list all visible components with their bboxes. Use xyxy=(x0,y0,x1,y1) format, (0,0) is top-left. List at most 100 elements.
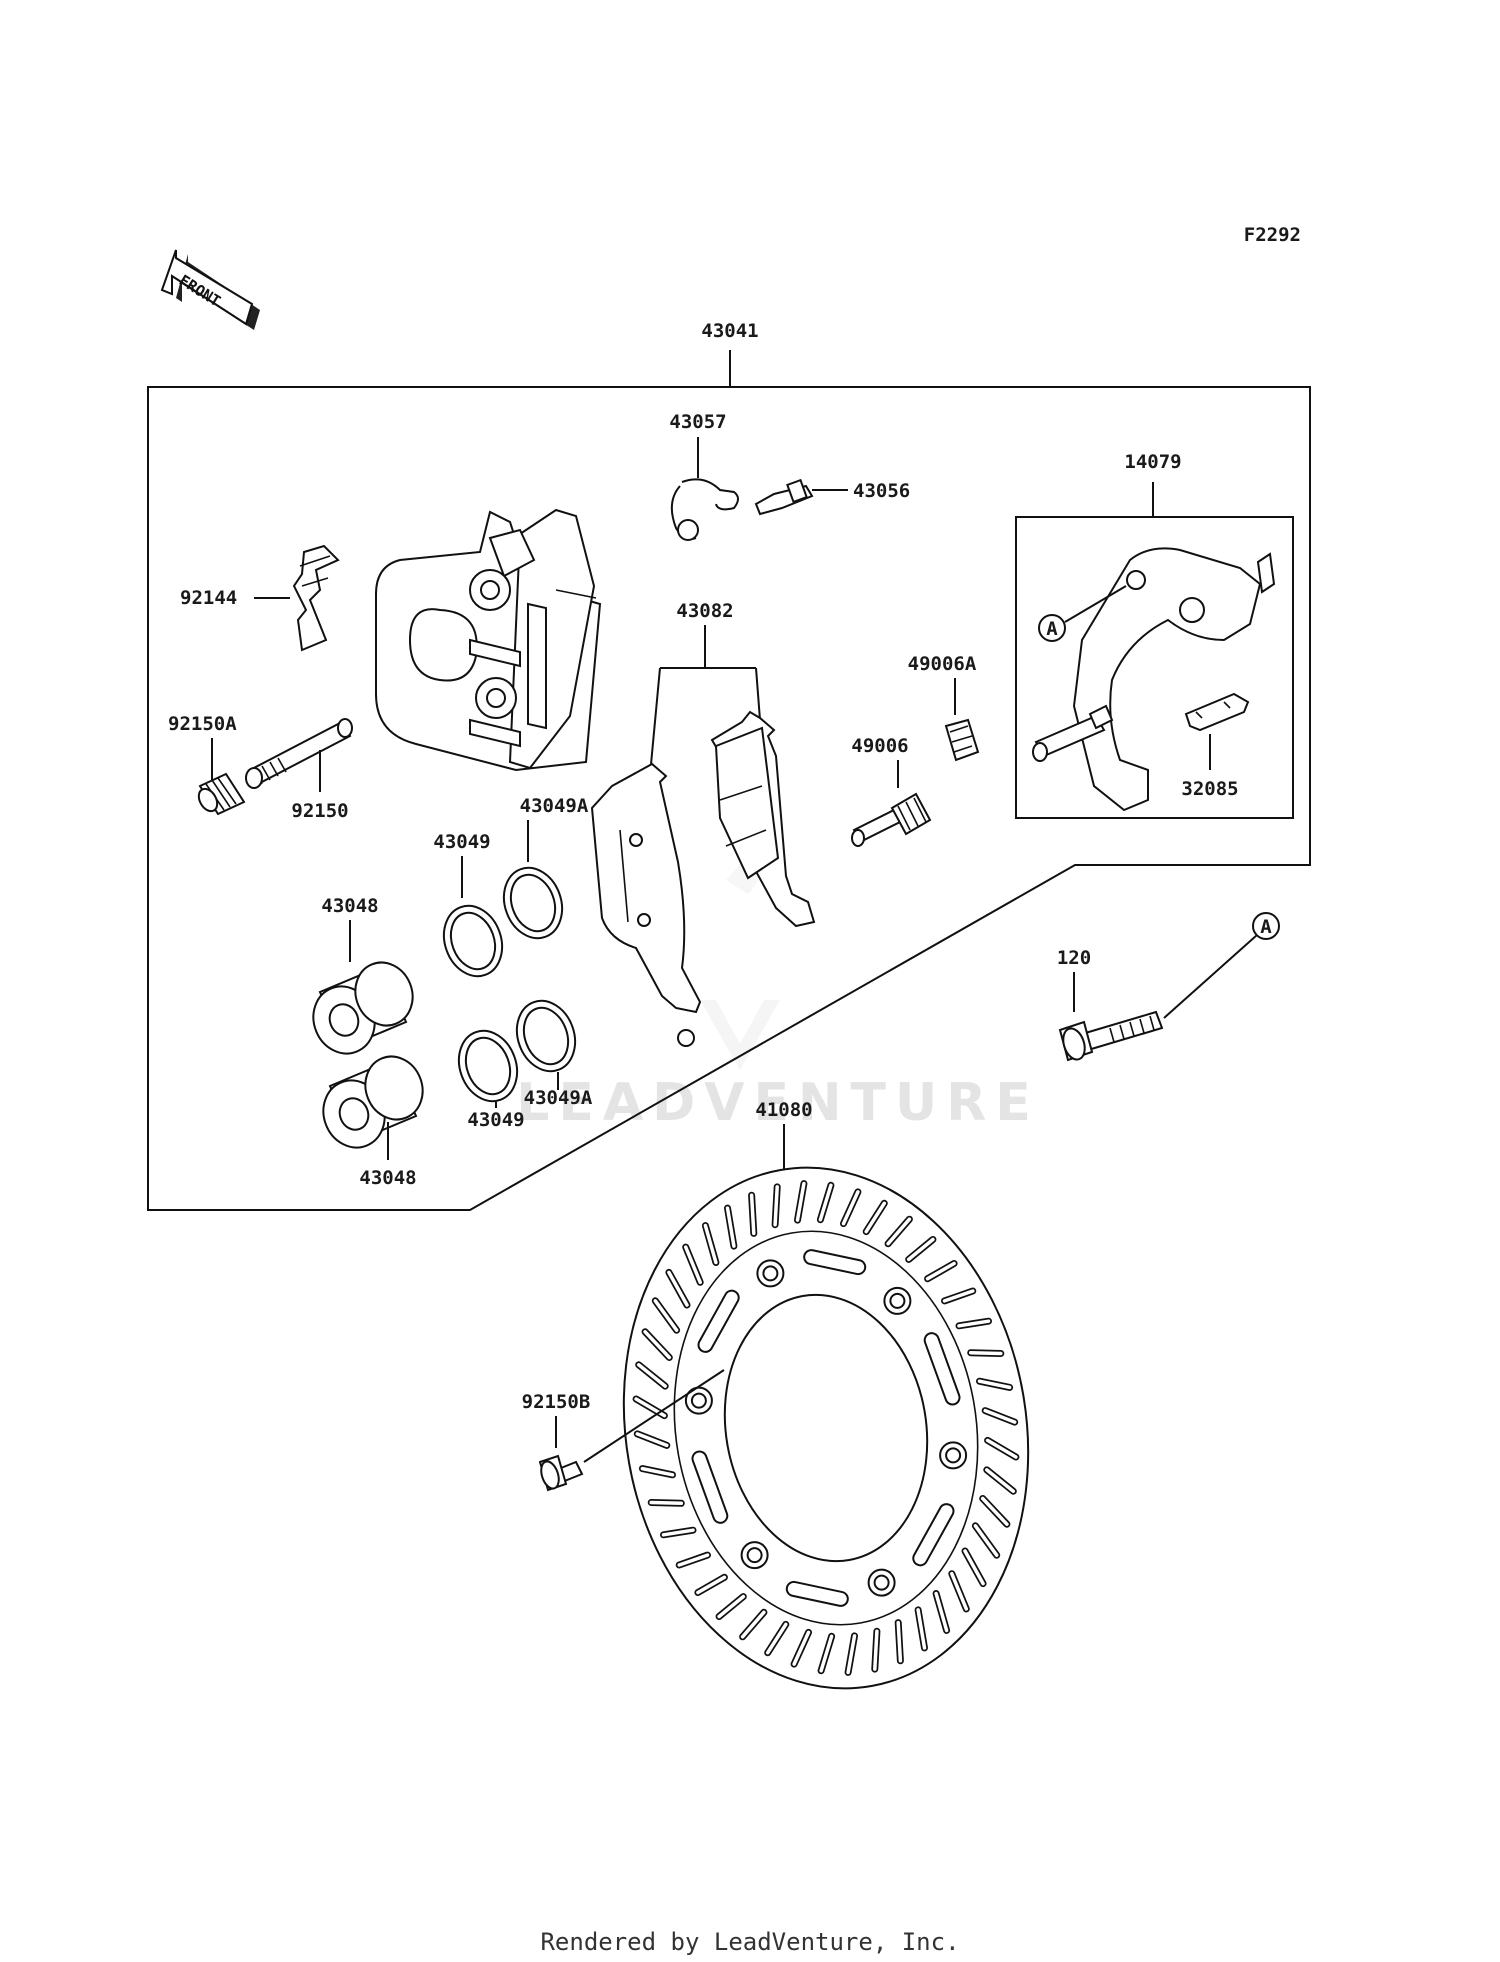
disc-slot-inner xyxy=(985,1468,1016,1493)
disc-window-inner xyxy=(914,1505,953,1565)
label-43048-bottom: 43048 xyxy=(359,1167,416,1189)
disc-slot-inner xyxy=(977,1379,1012,1390)
disc-slot-inner xyxy=(973,1524,999,1557)
label-43049-bottom: 43049 xyxy=(467,1109,524,1131)
label-41080: 41080 xyxy=(755,1099,812,1121)
ref-marker-a-bracket xyxy=(1038,614,1066,642)
ref-marker-a-bracket-label: A xyxy=(1046,618,1058,640)
piston-seal-43049A-bottom xyxy=(515,999,577,1073)
label-43049A-bottom: 43049A xyxy=(524,1087,593,1109)
disc-slot-inner xyxy=(635,1432,669,1448)
disc-slot-inner xyxy=(873,1629,879,1671)
disc-slot-inner xyxy=(643,1330,672,1360)
disc-slot-inner xyxy=(649,1500,684,1506)
label-43041: 43041 xyxy=(701,320,758,342)
disc-slot-inner xyxy=(841,1190,860,1226)
caliper-bracket xyxy=(1032,547,1276,812)
disc-slot-inner xyxy=(717,1594,746,1619)
label-14079: 14079 xyxy=(1124,451,1181,473)
disc-slot-inner xyxy=(818,1183,833,1222)
label-92150: 92150 xyxy=(291,800,348,822)
disc-slot-inner xyxy=(864,1201,887,1234)
piston-seal-43049-top xyxy=(442,904,504,978)
piston-seal-43049-bottom xyxy=(457,1029,519,1103)
pin-49006 xyxy=(851,792,932,847)
disc-slot-inner xyxy=(983,1408,1017,1424)
disc-bolt-hole xyxy=(889,1292,906,1309)
disc-bolt-hole xyxy=(690,1392,707,1409)
label-32085: 32085 xyxy=(1181,778,1238,800)
disc-slot-inner xyxy=(980,1496,1009,1526)
brake-pad-outer xyxy=(710,710,816,928)
disc-slot-inner xyxy=(950,1571,969,1611)
disc-slot-inner xyxy=(653,1299,679,1332)
disc-slot-inner xyxy=(934,1591,949,1633)
slide-pin-92150 xyxy=(245,718,353,789)
disc-slot-inner xyxy=(957,1319,991,1328)
piston-43048-top xyxy=(312,961,414,1055)
disc-slot-inner xyxy=(819,1634,834,1673)
disc-bolt-hole xyxy=(746,1547,763,1564)
ref-marker-a-bolt xyxy=(1252,912,1280,940)
label-43082: 43082 xyxy=(676,600,733,622)
disc-slot-inner xyxy=(792,1630,811,1666)
brake-pad-inner xyxy=(590,762,702,1047)
disc-slot-inner xyxy=(749,1193,756,1236)
bracket-subassembly-frame xyxy=(1015,516,1294,819)
bleed-valve xyxy=(754,478,814,516)
ref-marker-a-bolt-label: A xyxy=(1260,916,1272,938)
caliper-assembly-frame xyxy=(147,386,1311,1211)
disc-slot-inner xyxy=(765,1622,788,1655)
label-43056: 43056 xyxy=(853,480,910,502)
disc-slot-inner xyxy=(636,1363,667,1388)
disc-screw-92150B xyxy=(538,1454,584,1492)
label-49006A: 49006A xyxy=(908,653,977,675)
label-43049-top: 43049 xyxy=(433,831,490,853)
disc-slot-inner xyxy=(906,1237,935,1262)
watermark-text: LEADVENTURE xyxy=(516,1073,1040,1133)
disc-slot-inner xyxy=(963,1549,985,1586)
label-43057: 43057 xyxy=(669,411,726,433)
label-43049A-top: 43049A xyxy=(520,795,589,817)
mounting-bolt-120 xyxy=(1058,1010,1164,1062)
disc-slot-inner xyxy=(916,1608,927,1650)
disc-slot-inner xyxy=(640,1466,675,1477)
disc-slot-inner xyxy=(925,1261,956,1281)
label-92144: 92144 xyxy=(180,587,237,609)
disc-bolt-hole xyxy=(873,1574,890,1591)
disc-window-inner xyxy=(699,1291,738,1351)
disc-slot-inner xyxy=(683,1245,702,1285)
bleeder-cap xyxy=(670,478,739,541)
disc-slot-inner xyxy=(846,1634,857,1675)
disc-bolt-hole xyxy=(945,1447,962,1464)
label-120: 120 xyxy=(1057,947,1091,969)
boot-49006A xyxy=(944,718,980,762)
disc-slot-inner xyxy=(696,1575,727,1595)
piston-43048-bottom xyxy=(322,1055,424,1149)
piston-seal-43049A-top xyxy=(502,866,564,940)
disc-slot-inner xyxy=(677,1553,710,1567)
label-43048-top: 43048 xyxy=(321,895,378,917)
plug-92150A xyxy=(197,772,246,816)
disc-slot-inner xyxy=(703,1223,718,1265)
disc-slot-inner xyxy=(896,1620,903,1663)
disc-slot-inner xyxy=(773,1185,779,1227)
pad-spring xyxy=(292,544,340,652)
disc-slot-inner xyxy=(968,1350,1003,1356)
disc-bolt-hole xyxy=(762,1265,779,1282)
label-49006: 49006 xyxy=(851,735,908,757)
disc-slot-inner xyxy=(886,1217,912,1246)
label-92150A: 92150A xyxy=(168,713,237,735)
caliper-body xyxy=(375,508,602,772)
brake-disc xyxy=(622,1166,1030,1690)
disc-slot-inner xyxy=(661,1528,695,1537)
disc-window-inner xyxy=(693,1452,727,1522)
credit-text: Rendered by LeadVenture, Inc. xyxy=(540,1928,959,1956)
disc-window-inner xyxy=(925,1334,959,1404)
disc-slot-inner xyxy=(740,1610,766,1639)
front-arrow-icon: FRONT xyxy=(160,249,260,330)
disc-slot-inner xyxy=(725,1206,736,1248)
disc-slot-inner xyxy=(942,1289,975,1303)
disc-slot-inner xyxy=(795,1181,806,1222)
